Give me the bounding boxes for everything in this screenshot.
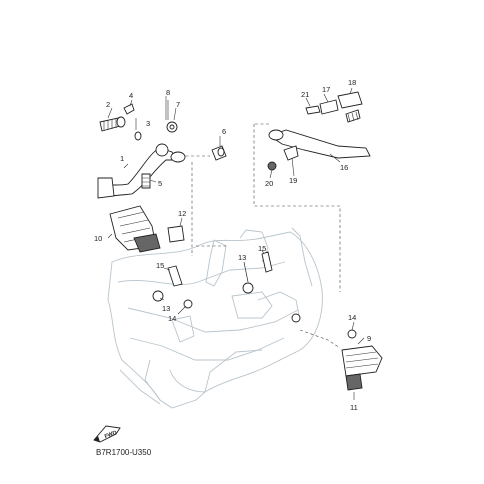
callout-6: 6 xyxy=(222,127,226,136)
callout-7: 7 xyxy=(176,100,180,109)
sidestand-assembly xyxy=(267,91,371,171)
callout-21: 21 xyxy=(301,90,309,99)
callout-20: 20 xyxy=(265,179,273,188)
callout-14a: 14 xyxy=(168,314,176,323)
dashed-guides xyxy=(180,123,341,349)
callout-3: 3 xyxy=(146,119,150,128)
callout-13a: 13 xyxy=(238,253,246,262)
clevis-pin-part-6 xyxy=(211,145,227,161)
callout-4: 4 xyxy=(129,91,133,100)
footrest-left xyxy=(109,205,185,253)
callout-11: 11 xyxy=(350,403,358,412)
washer-part-7 xyxy=(166,121,178,133)
callout-9: 9 xyxy=(367,334,371,343)
o-ring-part-3 xyxy=(134,131,142,141)
pin-part-4 xyxy=(123,103,135,115)
callout-leaders xyxy=(107,87,365,400)
callout-18: 18 xyxy=(348,78,356,87)
brake-pedal-assembly xyxy=(97,100,227,199)
callout-19: 19 xyxy=(289,176,297,185)
callout-8: 8 xyxy=(166,88,170,97)
callout-5: 5 xyxy=(158,179,162,188)
callout-16: 16 xyxy=(340,163,348,172)
callout-12: 12 xyxy=(178,209,186,218)
fasteners xyxy=(152,251,357,339)
callout-labels: 1 2 3 4 5 6 7 8 9 10 11 12 13 13 14 14 1… xyxy=(94,78,371,412)
callout-17: 17 xyxy=(322,85,330,94)
spring-part-5 xyxy=(141,173,151,189)
callout-15a: 15 xyxy=(156,261,164,270)
spring-part-2 xyxy=(99,116,126,132)
callout-13b: 13 xyxy=(162,304,170,313)
fwd-label: FWD xyxy=(104,430,118,440)
callout-1: 1 xyxy=(120,154,124,163)
callout-15b: 15 xyxy=(258,244,266,253)
callout-14b: 14 xyxy=(348,313,356,322)
callout-10: 10 xyxy=(94,234,102,243)
cotter-pin-part-8 xyxy=(165,100,169,120)
fwd-arrow: FWD xyxy=(93,425,121,443)
frame-outline xyxy=(107,227,323,409)
callout-2: 2 xyxy=(106,100,110,109)
brake-pedal-part-1 xyxy=(97,143,186,199)
diagram-code: B7R1700-U350 xyxy=(96,448,152,457)
footrest-right xyxy=(341,345,383,391)
